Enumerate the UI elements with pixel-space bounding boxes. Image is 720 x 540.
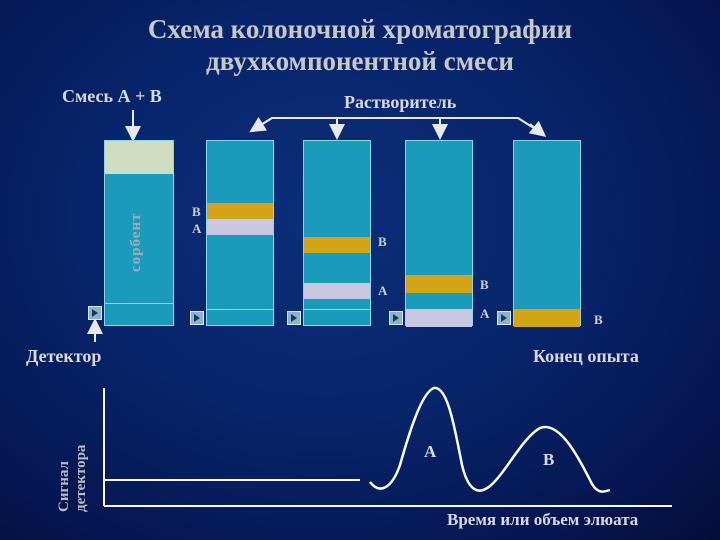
band-a xyxy=(304,283,370,299)
column-divider xyxy=(105,303,173,304)
label-b-col3: В xyxy=(378,234,387,249)
solvent-label: Растворитель xyxy=(344,92,457,112)
y-axis-label-line-1: Сигнал xyxy=(56,461,72,512)
mixture-label: Смесь А + В xyxy=(62,86,162,106)
solvent-arrow-4 xyxy=(528,120,547,137)
column-5 xyxy=(513,140,581,327)
column-divider xyxy=(207,309,273,310)
end-label: Конец опыта xyxy=(533,346,639,366)
signal-curve xyxy=(369,386,611,493)
peak-b-label: В xyxy=(543,450,555,469)
label-b-col2: В xyxy=(192,204,201,219)
band-a xyxy=(406,309,472,327)
column-divider xyxy=(304,309,370,310)
band-b xyxy=(304,237,370,253)
column-1 xyxy=(104,140,174,326)
label-a-col4: А xyxy=(480,306,490,321)
mixture-band xyxy=(105,141,173,174)
band-b xyxy=(514,309,580,327)
peak-a-label: А xyxy=(424,442,437,461)
label-b-col5: В xyxy=(594,312,603,327)
detector-icon-3 xyxy=(287,311,301,325)
detector-label: Детектор xyxy=(26,346,102,366)
column-2 xyxy=(206,140,274,326)
detector-icon-4 xyxy=(389,311,403,325)
title-line-2: двухкомпонентной смеси xyxy=(206,46,514,76)
label-a-col2: А xyxy=(192,221,202,236)
y-axis-label: Сигнал детектора xyxy=(56,445,90,512)
band-a xyxy=(207,219,273,235)
column-4 xyxy=(405,140,473,327)
band-b xyxy=(406,275,472,293)
title-line-1: Схема колоночной хроматографии xyxy=(147,14,573,44)
label-b-col4: В xyxy=(480,277,489,292)
label-a-col3: А xyxy=(378,283,388,298)
band-b xyxy=(207,203,273,219)
detector-icon-2 xyxy=(190,311,204,325)
y-axis-label-line-2: детектора xyxy=(73,444,89,512)
column-3 xyxy=(303,140,371,326)
x-axis-label: Время или объем элюата xyxy=(447,510,639,529)
detector-icon-1 xyxy=(88,306,102,320)
detector-icon-5 xyxy=(497,311,511,325)
solvent-arrow-1 xyxy=(249,116,273,133)
